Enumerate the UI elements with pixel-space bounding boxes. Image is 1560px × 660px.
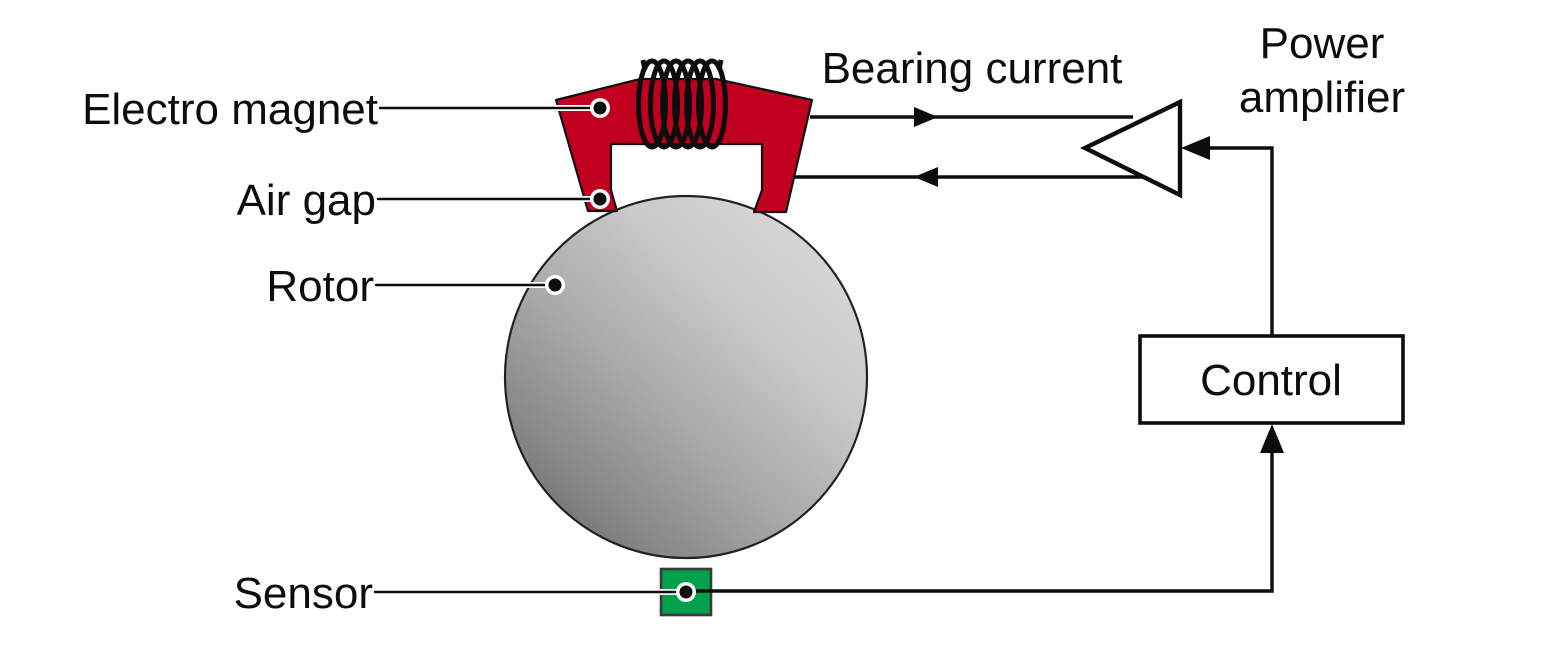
rotor-circle — [503, 194, 869, 560]
wire-control-to-amplifier — [1204, 146, 1274, 336]
wire-sensor-to-control — [686, 448, 1274, 593]
label-power-amplifier-line1: Power — [1260, 19, 1385, 68]
coil-lead-right — [716, 59, 724, 71]
control-group: Control — [1138, 334, 1405, 425]
label-rotor: Rotor — [266, 262, 374, 311]
power-amplifier-triangle — [1079, 98, 1183, 199]
text-labels: Electro magnet Air gap Rotor Sensor Bear… — [82, 19, 1405, 618]
label-electro-magnet: Electro magnet — [82, 85, 378, 134]
label-power-amplifier-line2: amplifier — [1239, 73, 1405, 122]
rotor-group — [503, 194, 869, 560]
callout-leaders — [372, 98, 696, 602]
arrow-up-to-control — [1260, 424, 1284, 453]
power-amplifier-group — [1079, 98, 1183, 199]
arrow-right-bearing-current — [914, 107, 938, 127]
bearing-current-wires — [793, 107, 1159, 187]
control-box — [1138, 334, 1405, 425]
electro-magnet-right-pole — [714, 77, 814, 214]
label-bearing-current: Bearing current — [822, 44, 1123, 93]
coil-lead-left — [640, 59, 648, 71]
leader-dot-electro-magnet — [593, 101, 607, 115]
control-label: Control — [1200, 356, 1342, 405]
leader-dot-air-gap — [593, 192, 607, 206]
label-sensor: Sensor — [234, 569, 373, 618]
sensor-to-control-wire — [686, 424, 1284, 593]
arrow-left-to-amplifier — [1181, 136, 1210, 160]
coil-windings — [636, 58, 728, 150]
leader-dot-rotor — [548, 278, 562, 292]
leader-dot-sensor — [679, 585, 693, 599]
arrow-left-bearing-current — [914, 167, 938, 187]
coil-group — [636, 58, 728, 150]
control-to-amplifier-wire — [1181, 136, 1274, 336]
label-air-gap: Air gap — [237, 176, 376, 225]
